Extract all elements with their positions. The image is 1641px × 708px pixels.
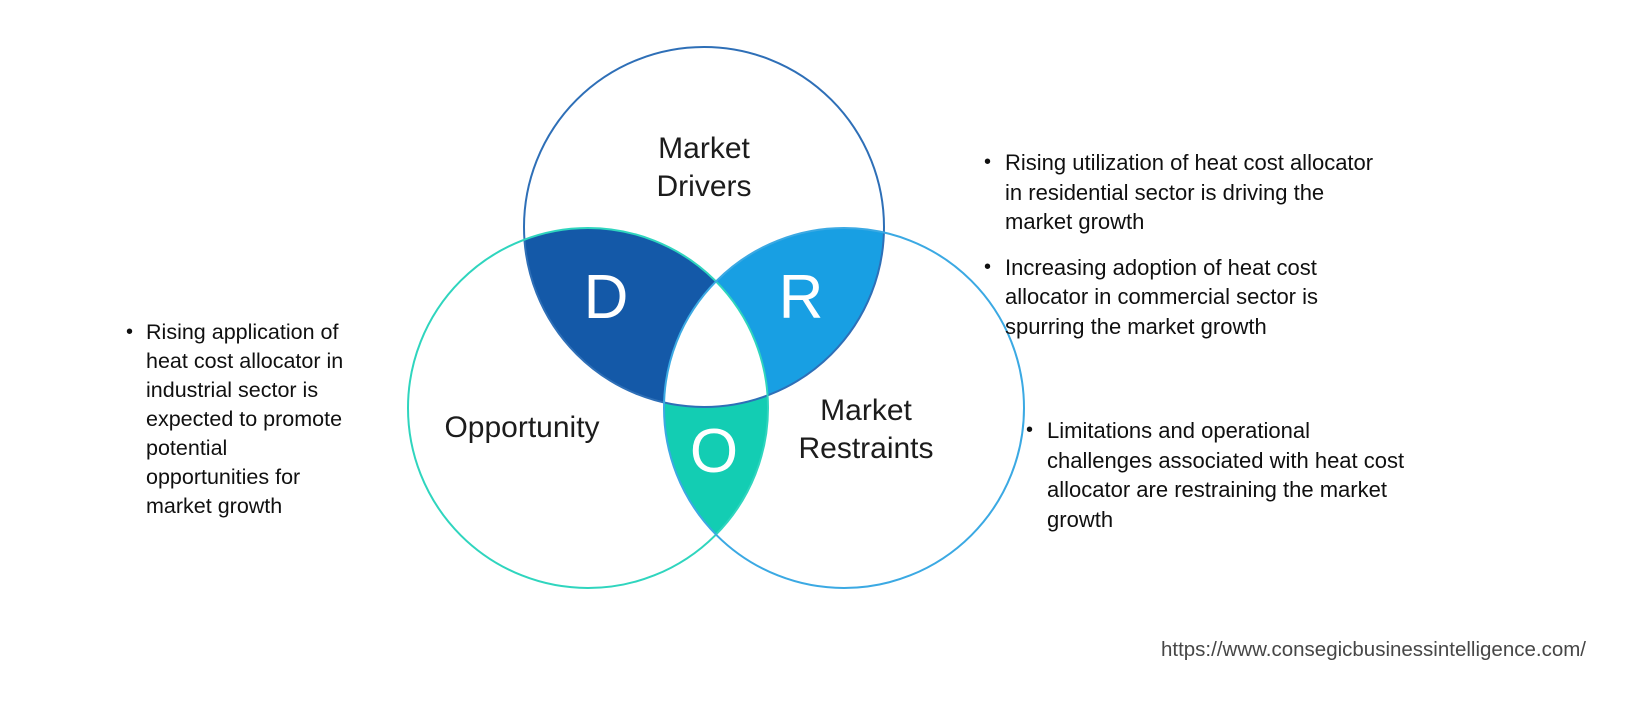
restraints-circle bbox=[663, 227, 1025, 589]
letter-r: R bbox=[778, 263, 824, 332]
opportunity-bullet-list: • Rising application of heat cost alloca… bbox=[126, 318, 386, 521]
bullet-item: • Limitations and operational challenges… bbox=[1026, 416, 1476, 534]
bullet-dot: • bbox=[1026, 419, 1034, 441]
bullet-item: • Rising application of heat cost alloca… bbox=[126, 318, 386, 521]
bullet-text: Increasing adoption of heat cost allocat… bbox=[1005, 254, 1318, 339]
bullet-text: Rising application of heat cost allocato… bbox=[146, 320, 344, 518]
restraints-label-line1: Market bbox=[820, 394, 912, 427]
restraints-bullet-list: • Limitations and operational challenges… bbox=[1026, 416, 1476, 534]
restraints-label-line2: Restraints bbox=[798, 432, 934, 465]
letter-o: O bbox=[689, 417, 739, 486]
bullet-dot: • bbox=[984, 151, 992, 173]
opportunity-circle bbox=[407, 227, 769, 589]
drivers-label: Market Drivers bbox=[657, 130, 752, 206]
drivers-restraints-overlap bbox=[664, 228, 884, 407]
bullet-item: • Rising utilization of heat cost alloca… bbox=[984, 148, 1464, 237]
source-url: https://www.consegicbusinessintelligence… bbox=[1160, 638, 1586, 661]
bullet-item: • Increasing adoption of heat cost alloc… bbox=[984, 253, 1464, 342]
bullet-dot: • bbox=[126, 321, 134, 343]
drivers-label-line1: Market bbox=[658, 132, 750, 165]
bullet-dot: • bbox=[984, 255, 992, 278]
drivers-opportunity-overlap bbox=[524, 228, 768, 407]
opportunity-label: Opportunity bbox=[444, 409, 599, 447]
drivers-circle bbox=[523, 46, 885, 408]
restraints-label: Market Restraints bbox=[798, 392, 933, 468]
letter-d: D bbox=[583, 263, 629, 332]
bullet-text: Limitations and operational challenges a… bbox=[1047, 418, 1405, 532]
drivers-label-line2: Drivers bbox=[656, 170, 752, 203]
drivers-bullet-list: • Rising utilization of heat cost alloca… bbox=[984, 148, 1464, 341]
bullet-text: Rising utilization of heat cost allocato… bbox=[1005, 150, 1374, 234]
opportunity-label-line1: Opportunity bbox=[444, 411, 600, 444]
